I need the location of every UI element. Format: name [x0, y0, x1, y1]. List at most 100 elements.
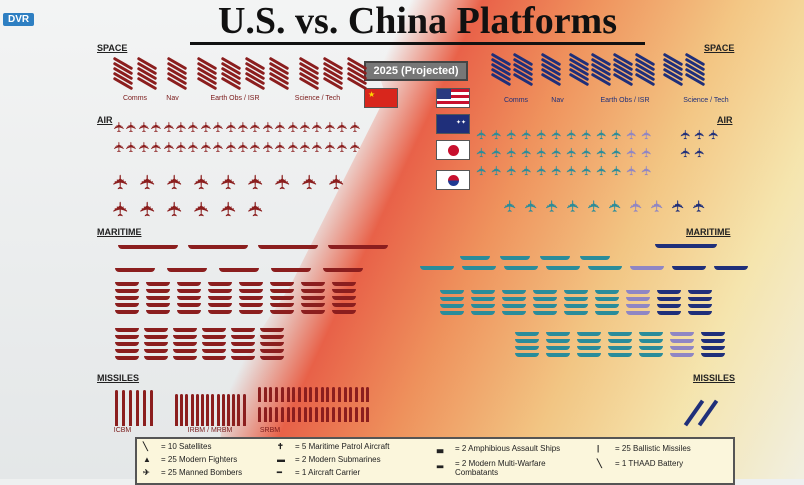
allied-submarine-icon	[608, 339, 632, 343]
missiles-heading-right: MISSILES	[693, 373, 736, 383]
legend-item-amphib: ▃= 2 Amphibious Assault Ships	[437, 444, 560, 453]
maritime-heading-left: MARITIME	[97, 227, 142, 237]
china-combatant-icon	[239, 282, 263, 286]
legend-item-patrol: ✝= 5 Maritime Patrol Aircraft	[277, 442, 389, 451]
china-combatant-icon	[146, 296, 170, 300]
allied-fighter-icon: ✈	[638, 165, 654, 176]
china-amphib-icon	[271, 268, 311, 272]
china-bomber-icon: ✈	[191, 173, 214, 191]
allied-amphib-icon	[630, 266, 664, 270]
carrier-icon: ━	[277, 468, 282, 477]
legend-text: = 1 Aircraft Carrier	[295, 468, 361, 477]
china-bomber-icon: ✈	[164, 200, 187, 218]
ballistic-missile-icon	[258, 407, 261, 422]
china-combatant-icon	[208, 289, 232, 293]
allied-combatant-icon	[688, 290, 712, 294]
allied-combatant-icon	[626, 304, 650, 308]
icbm-label: ICBM	[113, 427, 132, 434]
legend-item-fighter: ▲= 25 Modern Fighters	[143, 455, 237, 464]
projection-button[interactable]: 2025 (Projected)	[364, 61, 468, 81]
allied-fighter-icon: ✈	[488, 165, 504, 176]
ballistic-missile-icon	[366, 387, 370, 402]
allied-submarine-icon	[577, 353, 601, 357]
allied-amphib-icon	[714, 266, 748, 270]
allied-amphib-icon	[460, 256, 490, 260]
ballistic-missile-icon	[263, 407, 267, 422]
china-combatant-icon	[177, 310, 201, 314]
ballistic-missile-icon	[320, 387, 324, 402]
china-combatant-icon	[208, 310, 232, 314]
china-carrier-icon	[118, 245, 178, 249]
allied-combatant-icon	[471, 290, 495, 294]
australia-flag: ✦✦	[436, 114, 470, 134]
submarine-icon: ▬	[277, 455, 285, 464]
patrol-aircraft-icon: ✈	[628, 199, 646, 213]
ballistic-missile-icon	[216, 394, 220, 426]
china-combatant-icon	[239, 310, 263, 314]
ballistic-missile-icon	[232, 394, 236, 426]
allied-submarine-icon	[577, 332, 601, 336]
us-fighter-icon: ✈	[691, 147, 707, 158]
china-bomber-icon: ✈	[137, 200, 160, 218]
us-flag	[436, 88, 470, 108]
allied-combatant-icon	[440, 304, 464, 308]
allied-fighter-icon: ✈	[503, 147, 519, 158]
china-amphib-icon	[219, 268, 259, 272]
china-combatant-icon	[270, 310, 294, 314]
allied-fighter-icon: ✈	[638, 129, 654, 140]
ballistic-missile-icon	[337, 387, 341, 402]
ballistic-missile-icon	[280, 407, 284, 422]
ballistic-missile-icon	[280, 387, 284, 402]
allied-fighter-icon: ✈	[608, 147, 624, 158]
allied-fighter-icon: ✈	[503, 165, 519, 176]
allied-amphib-icon	[504, 266, 538, 270]
legend: ╲= 10 Satellites▲= 25 Modern Fighters✈= …	[135, 437, 735, 485]
us-fighter-icon: ✈	[677, 129, 693, 140]
allied-submarine-icon	[670, 353, 694, 357]
air-heading-right: AIR	[717, 115, 733, 125]
legend-text: = 25 Modern Fighters	[161, 455, 238, 464]
allied-submarine-icon	[515, 353, 539, 357]
allied-combatant-icon	[533, 304, 557, 308]
dvr-badge[interactable]: DVR	[3, 13, 35, 26]
china-combatant-icon	[177, 303, 201, 307]
ballistic-missile-icon	[195, 394, 199, 426]
ballistic-missile-icon	[143, 390, 146, 426]
allied-combatant-icon	[564, 297, 588, 301]
ballistic-missile-icon	[129, 390, 132, 426]
china-bomber-icon: ✈	[164, 173, 187, 191]
allied-fighter-icon: ✈	[563, 147, 579, 158]
allied-combatant-icon	[657, 311, 681, 315]
us-carrier-icon	[655, 244, 717, 248]
ballistic-missile-icon	[326, 387, 330, 402]
allied-fighter-icon: ✈	[608, 165, 624, 176]
ballistic-missile-icon	[292, 387, 296, 402]
china-submarine-icon	[202, 335, 226, 339]
china-combatant-icon	[208, 296, 232, 300]
legend-item-carrier: ━ = 1 Aircraft Carrier	[277, 468, 360, 477]
legend-item-bomber: ✈= 25 Manned Bombers	[143, 468, 242, 477]
allied-submarine-icon	[515, 332, 539, 336]
china-bomber-icon: ✈	[272, 173, 295, 191]
allied-amphib-icon	[420, 266, 454, 270]
china-submarine-icon	[202, 342, 226, 346]
allied-fighter-icon: ✈	[623, 165, 639, 176]
allied-combatant-icon	[564, 311, 588, 315]
ballistic-missile-icon	[150, 390, 153, 426]
us-fighter-icon: ✈	[691, 129, 707, 140]
china-submarine-icon	[144, 328, 168, 332]
ballistic-missile-icon	[269, 407, 273, 422]
china-bomber-icon: ✈	[137, 173, 160, 191]
ballistic-missile-icon	[332, 387, 336, 402]
ballistic-missile-icon	[211, 394, 215, 426]
china-submarine-icon	[202, 356, 226, 360]
ballistic-missile-icon	[315, 407, 318, 422]
china-combatant-icon	[115, 296, 139, 300]
china-submarine-icon	[144, 342, 168, 346]
china-combatant-icon	[301, 310, 325, 314]
china-combatant-icon	[208, 303, 232, 307]
allied-combatant-icon	[502, 297, 526, 301]
china-submarine-icon	[173, 335, 197, 339]
patrol-aircraft-icon: ✈	[565, 199, 583, 213]
china-submarine-icon	[231, 356, 255, 360]
